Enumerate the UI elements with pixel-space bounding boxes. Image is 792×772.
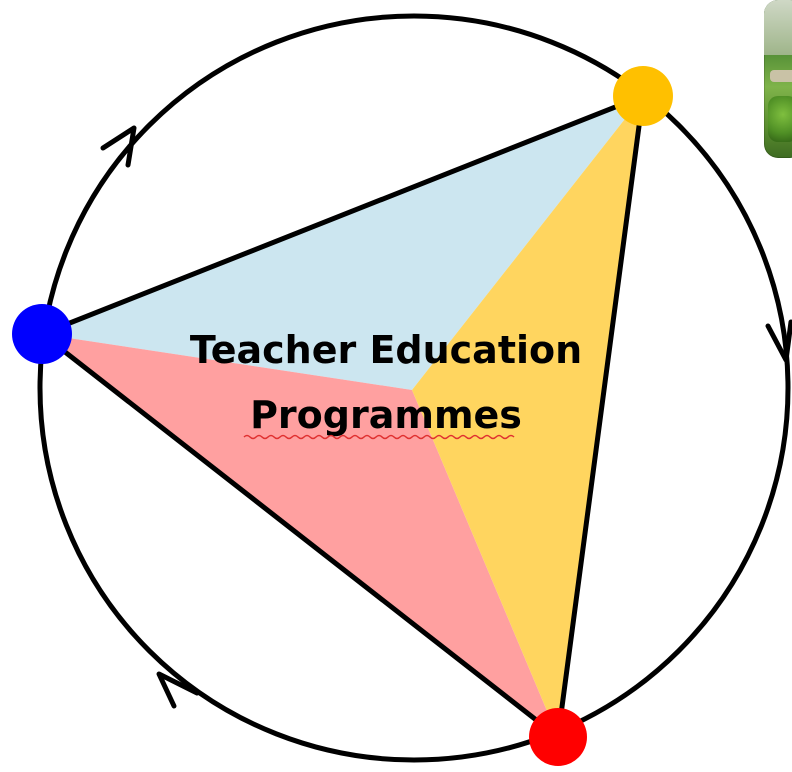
arrow-chevron-icon [765, 319, 792, 363]
cycle-circle [37, 13, 791, 763]
node-top-right [613, 66, 673, 126]
diagram-title-line2: Programmes [250, 393, 522, 437]
region-top [42, 96, 643, 390]
photo-thumbnail-icon [764, 0, 792, 158]
node-bottom [529, 708, 587, 766]
thumbnail-shrub [768, 96, 792, 142]
diagram-title-line1: Teacher Education [190, 328, 582, 372]
region-right [412, 96, 643, 737]
thumbnail-sky [764, 0, 792, 55]
triangle-outline [39, 93, 646, 740]
arrow-chevron-icon [156, 671, 200, 709]
spellcheck-underline [243, 434, 515, 440]
arrow-chevron-icon [100, 125, 137, 168]
node-left [12, 304, 72, 364]
thumbnail-path [770, 70, 792, 82]
